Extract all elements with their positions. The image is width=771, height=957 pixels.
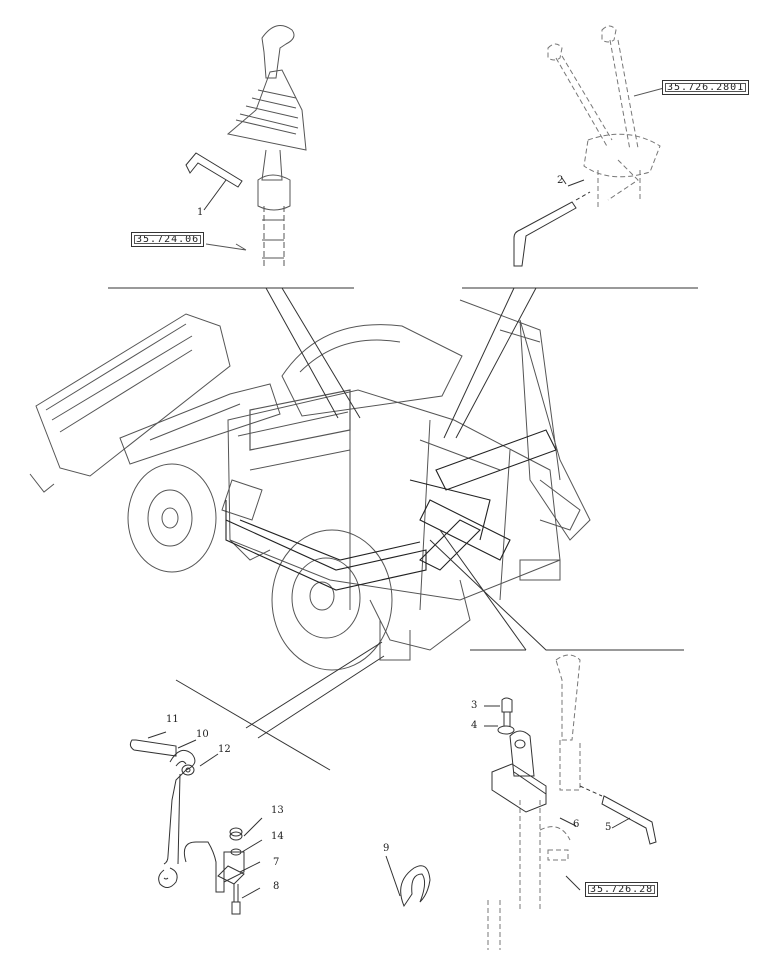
leader-9 xyxy=(385,855,401,897)
leader-5 xyxy=(611,817,631,829)
part-4-washer xyxy=(497,725,515,735)
callout-6: 6 xyxy=(573,819,580,830)
part-8-bolt xyxy=(231,884,241,915)
callout-14: 14 xyxy=(271,831,284,842)
callout-12: 12 xyxy=(218,744,231,755)
backhoe-loader-machine xyxy=(29,299,591,671)
leader-1 xyxy=(203,179,227,211)
leaders-3-4 xyxy=(484,705,500,727)
leader-10 xyxy=(177,739,197,749)
part-13-washer xyxy=(229,827,243,841)
callout-7: 7 xyxy=(273,857,280,868)
part-2-pin xyxy=(513,191,591,267)
leader-ref-left xyxy=(205,243,247,251)
leader-12 xyxy=(199,753,219,767)
leader-2 xyxy=(561,177,585,187)
leader-11 xyxy=(147,731,167,739)
callout-11: 11 xyxy=(166,714,179,725)
ref-box-right-top[interactable]: 35.726.2801 xyxy=(662,80,750,95)
callout-13: 13 xyxy=(271,805,284,816)
leader-ref-right xyxy=(633,87,665,97)
callout-8: 8 xyxy=(273,881,280,892)
leader-6 xyxy=(559,817,577,827)
callout-2: 2 xyxy=(557,175,564,186)
callout-10: 10 xyxy=(196,729,209,740)
callout-1: 1 xyxy=(197,207,204,218)
callout-3: 3 xyxy=(471,700,478,711)
harness-outline xyxy=(225,429,557,591)
leader-ref-bottom xyxy=(565,875,581,891)
joystick-assembly xyxy=(226,25,307,266)
part-1-pin xyxy=(185,152,243,188)
callout-9: 9 xyxy=(383,843,390,854)
ground-strap xyxy=(129,739,196,888)
callout-4: 4 xyxy=(471,720,478,731)
part-5-pin xyxy=(579,785,657,845)
section-leaders-bottom xyxy=(175,529,684,771)
dual-lever-assembly xyxy=(547,25,661,210)
part-3-bolt xyxy=(501,697,513,726)
callout-5: 5 xyxy=(605,822,612,833)
part-6-bracket xyxy=(491,730,547,813)
leaders-13-14-7-8 xyxy=(239,817,263,899)
part-14-washer xyxy=(230,848,242,856)
part-12-nut xyxy=(181,764,195,776)
part-9-clamp xyxy=(400,865,431,908)
section-leaders-top xyxy=(108,287,698,439)
lever-bracket-assembly xyxy=(487,654,581,950)
ref-box-bottom-right[interactable]: 35.726.28 xyxy=(585,882,659,897)
ref-box-left-top[interactable]: 35.724.06 xyxy=(131,232,205,247)
